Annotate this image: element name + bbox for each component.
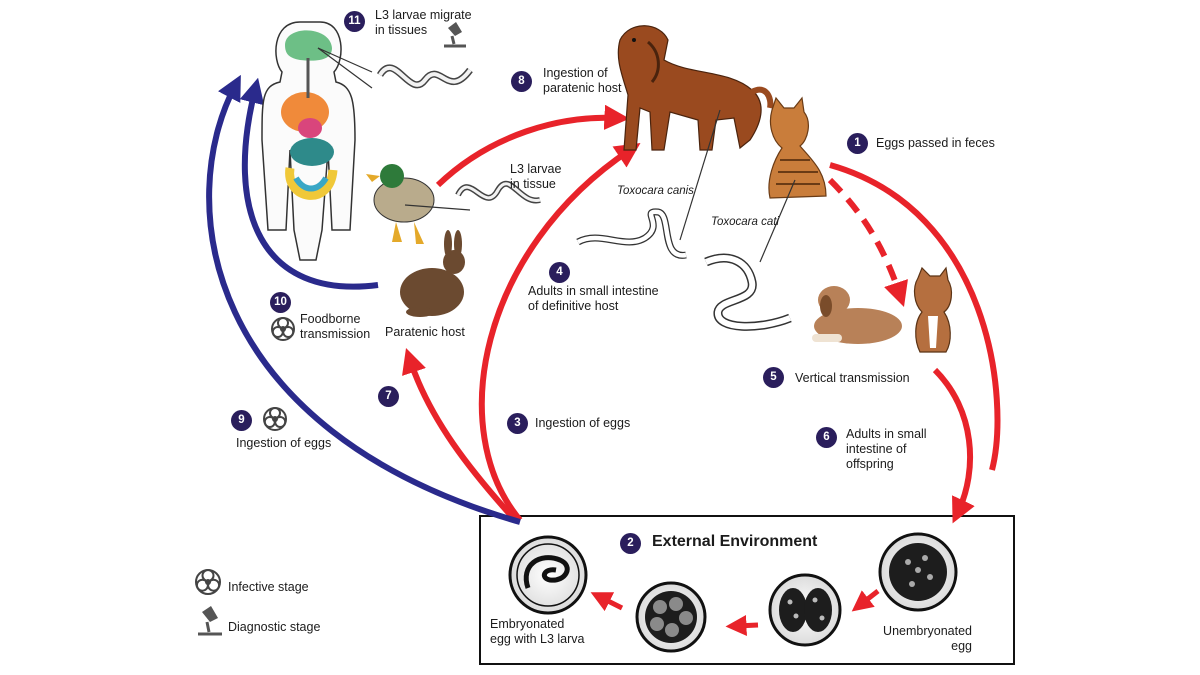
puppy-image <box>812 286 902 344</box>
kitten-image <box>913 266 953 353</box>
toxocara-cati-worm-image <box>704 253 792 331</box>
step-label-vertical-transmission: Vertical transmission <box>795 371 910 385</box>
arrow-to-paratenic-host <box>402 348 518 523</box>
egg-arrow <box>725 615 759 637</box>
human-figure-image <box>261 21 356 261</box>
step-label-adults-definitive-host: Adults in small intestine of definitive … <box>528 284 659 313</box>
cat-image <box>768 96 827 199</box>
legend-biohazard-icon <box>195 569 221 595</box>
label-l3-larvae-in-tissue: L3 larvae in tissue <box>510 162 562 191</box>
step-badge-9: 9 <box>231 410 252 431</box>
duck-image <box>366 164 435 244</box>
microscope-icon <box>444 22 466 48</box>
label-paratenic-host: Paratenic host <box>385 325 465 339</box>
label-embryonated-egg: Embryonated egg with L3 larva <box>490 617 585 646</box>
l3-larva-image <box>377 64 473 89</box>
legend-microscope-icon <box>198 606 222 636</box>
step-label-foodborne-transmission: Foodborne transmission <box>300 312 371 341</box>
arrow-to-external-environment <box>932 367 975 524</box>
larva-pointer-line <box>317 47 373 73</box>
unembryonated-egg-image <box>878 532 958 612</box>
step-badge-11: 11 <box>344 11 365 32</box>
step-label-eggs-passed-in-feces: Eggs passed in feces <box>876 136 995 150</box>
arrow-eggs-passed-in-feces <box>829 162 1001 471</box>
egg-arrow <box>851 589 880 612</box>
rabbit-image <box>400 230 465 317</box>
step-badge-5: 5 <box>763 367 784 388</box>
embryonated-egg-image <box>508 535 588 615</box>
step-badge-2: 2 <box>620 533 641 554</box>
step-label-ingestion-of-eggs: Ingestion of eggs <box>535 416 631 430</box>
arrow-ingestion-of-eggs-human <box>206 74 521 525</box>
arrow-foodborne-transmission <box>239 77 379 290</box>
step-label-adults-offspring: Adults in small intestine of offspring <box>846 427 927 471</box>
step-label-ingestion-of-eggs-human: Ingestion of eggs <box>236 436 332 450</box>
step-label-external-environment: External Environment <box>652 533 818 550</box>
label-unembryonated-egg: Unembryonated egg <box>883 624 972 653</box>
step-badge-4: 4 <box>549 262 570 283</box>
egg-two-cell-image <box>768 573 842 647</box>
egg-morula-image <box>635 581 707 653</box>
egg-arrow <box>590 592 624 612</box>
biohazard-icon <box>271 317 295 341</box>
step-badge-1: 1 <box>847 133 868 154</box>
dog-image <box>617 25 774 151</box>
label-toxocara-canis: Toxocara canis <box>617 185 694 197</box>
step-badge-6: 6 <box>816 427 837 448</box>
larva-pointer-line <box>317 47 373 89</box>
label-toxocara-cati: Toxocara cati <box>711 216 779 228</box>
arrow-ingestion-of-eggs <box>478 143 641 522</box>
legend-infective-stage: Infective stage <box>228 580 309 594</box>
step-label-ingestion-of-paratenic-host: Ingestion of paratenic host <box>543 66 622 95</box>
l3-larva-in-tissue-image <box>455 180 541 204</box>
step-badge-3: 3 <box>507 413 528 434</box>
step-badge-8: 8 <box>511 71 532 92</box>
cat-pointer-line <box>759 179 796 263</box>
step-label-l3-larvae-migrate: L3 larvae migrate in tissues <box>375 8 472 37</box>
step-badge-10: 10 <box>270 292 291 313</box>
toxocara-canis-worm-image <box>576 208 687 259</box>
arrow-ingestion-of-paratenic-host <box>435 104 630 188</box>
biohazard-icon <box>263 407 287 431</box>
legend-diagnostic-stage: Diagnostic stage <box>228 620 321 634</box>
dog-pointer-line <box>679 109 721 241</box>
duck-pointer-line <box>404 204 471 211</box>
step-badge-7: 7 <box>378 386 399 407</box>
arrow-vertical-transmission <box>827 177 908 307</box>
